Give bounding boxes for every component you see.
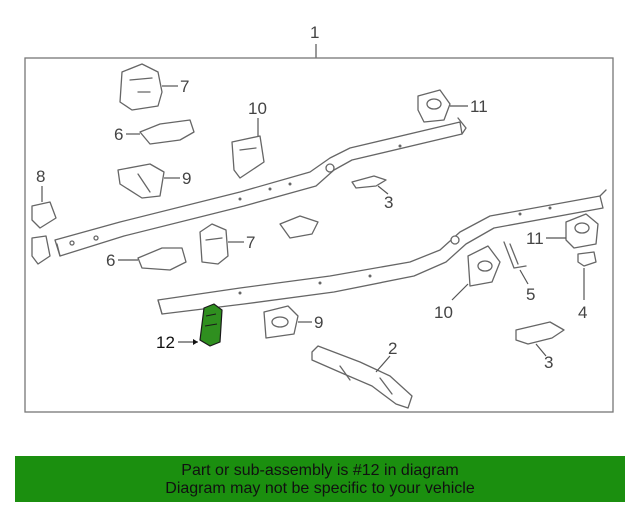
callout-6-lower: 6: [106, 251, 115, 270]
bracket-part-12-highlighted[interactable]: [199, 303, 223, 347]
bracket-part-6-upper: [139, 119, 195, 145]
callout-9-lower: 9: [314, 313, 323, 332]
clip-part-4: [577, 251, 597, 267]
upper-frame-rail: [54, 117, 467, 257]
banner-line-2: Diagram may not be specific to your vehi…: [165, 480, 475, 497]
bracket-part-5: [503, 241, 527, 269]
mount-part-9-upper: [117, 163, 165, 199]
parts-diagram: 1 2 7 6: [24, 23, 614, 413]
callout-2: 2: [388, 339, 397, 358]
bracket-part-10-lower: [467, 245, 501, 287]
mount-part-9-lower: [263, 305, 299, 339]
banner-line-1: Part or sub-assembly is #12 in diagram: [181, 462, 459, 479]
bracket-part-7-lower: [199, 223, 229, 265]
callout-5: 5: [526, 285, 535, 304]
callout-3-lower: 3: [544, 353, 553, 372]
callout-7-upper: 7: [180, 77, 189, 96]
mount-part-11-lower: [565, 213, 599, 249]
diagram-frame: [24, 57, 614, 413]
bracket-part-10-upper: [231, 135, 265, 179]
callout-6-upper: 6: [114, 125, 123, 144]
bracket-part-8: [31, 201, 57, 265]
callout-12: 12: [156, 333, 175, 352]
callout-11-upper: 11: [470, 97, 488, 116]
callout-1: 1: [310, 23, 319, 42]
callout-8: 8: [36, 167, 45, 186]
callout-7-lower: 7: [246, 233, 255, 252]
callout-4: 4: [578, 303, 587, 322]
lower-frame-rail: [157, 189, 607, 315]
mount-part-11-upper: [417, 89, 451, 123]
bracket-part-3-lower: [515, 321, 565, 345]
callout-11-lower: 11: [526, 229, 544, 248]
callout-9-upper: 9: [182, 169, 191, 188]
callout-10-lower: 10: [434, 303, 453, 322]
bracket-part-3-upper: [351, 175, 387, 189]
callout-3-upper: 3: [384, 193, 393, 212]
bracket-part-6-lower: [137, 247, 187, 271]
callout-10-upper: 10: [248, 99, 267, 118]
bracket-part-7-upper: [119, 63, 163, 111]
info-banner: Part or sub-assembly is #12 in diagram D…: [15, 456, 625, 502]
crossmember-part-2: [311, 345, 413, 409]
mount-small-center: [279, 215, 319, 239]
